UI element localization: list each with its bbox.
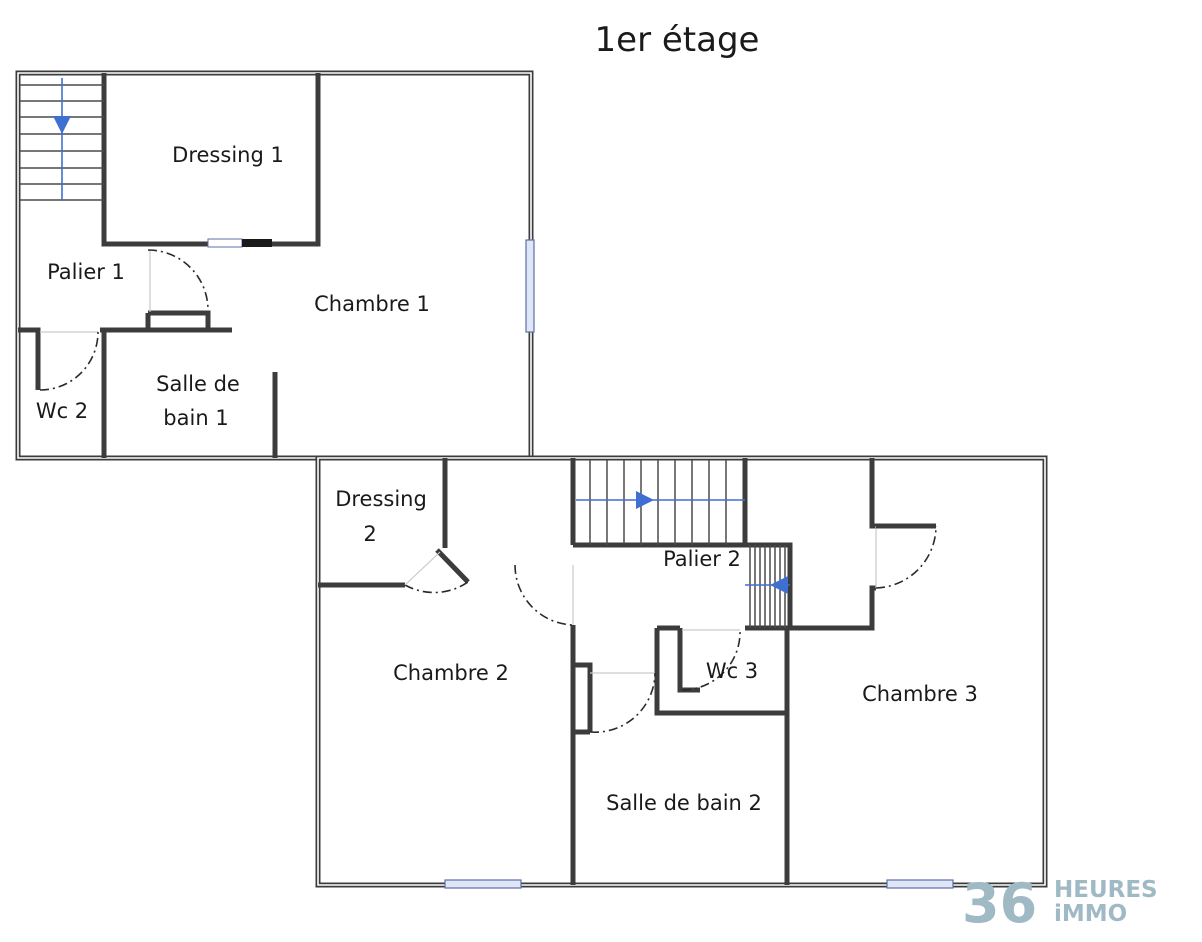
room-label-palier-2: Palier 2 [663,547,741,571]
logo-number: 36 [962,872,1037,935]
room-label-dressing-2-line2: 2 [363,522,376,546]
room-label-dressing-2-line1: Dressing [335,487,427,511]
room-label-dressing-1: Dressing 1 [172,143,284,167]
window-chambre-3 [886,879,954,889]
lower-block-walls [315,455,1048,888]
stair-arrow-icon [770,576,788,594]
door-swings [39,249,937,733]
stairs-lower [576,460,790,628]
room-label-salle-de-bain-2: Salle de bain 2 [606,791,762,815]
room-label-chambre-2: Chambre 2 [393,661,509,685]
room-labels: Dressing 1 Palier 1 Chambre 1 Salle de b… [36,143,978,815]
floor-title: 1er étage [595,20,760,60]
brand-logo: 36 HEURES iMMO [962,872,1158,935]
room-label-wc-3: Wc 3 [706,659,758,683]
room-label-palier-1: Palier 1 [47,260,125,284]
stair-arrow-icon [53,116,71,134]
window-chambre-1 [525,239,535,333]
window-chambre-2 [444,879,522,889]
logo-line-1: HEURES [1054,877,1158,903]
logo-line-2: iMMO [1054,901,1127,927]
room-label-chambre-1: Chambre 1 [314,292,430,316]
room-label-salle-de-bain-1-line1: Salle de [156,372,240,396]
room-label-chambre-3: Chambre 3 [862,682,978,706]
windows [207,238,954,889]
door-threshold [242,239,272,247]
stairs-upper [20,78,104,200]
room-label-salle-de-bain-1-line2: bain 1 [163,406,228,430]
stair-arrow-icon [636,491,654,509]
room-label-wc-2: Wc 2 [36,399,88,423]
